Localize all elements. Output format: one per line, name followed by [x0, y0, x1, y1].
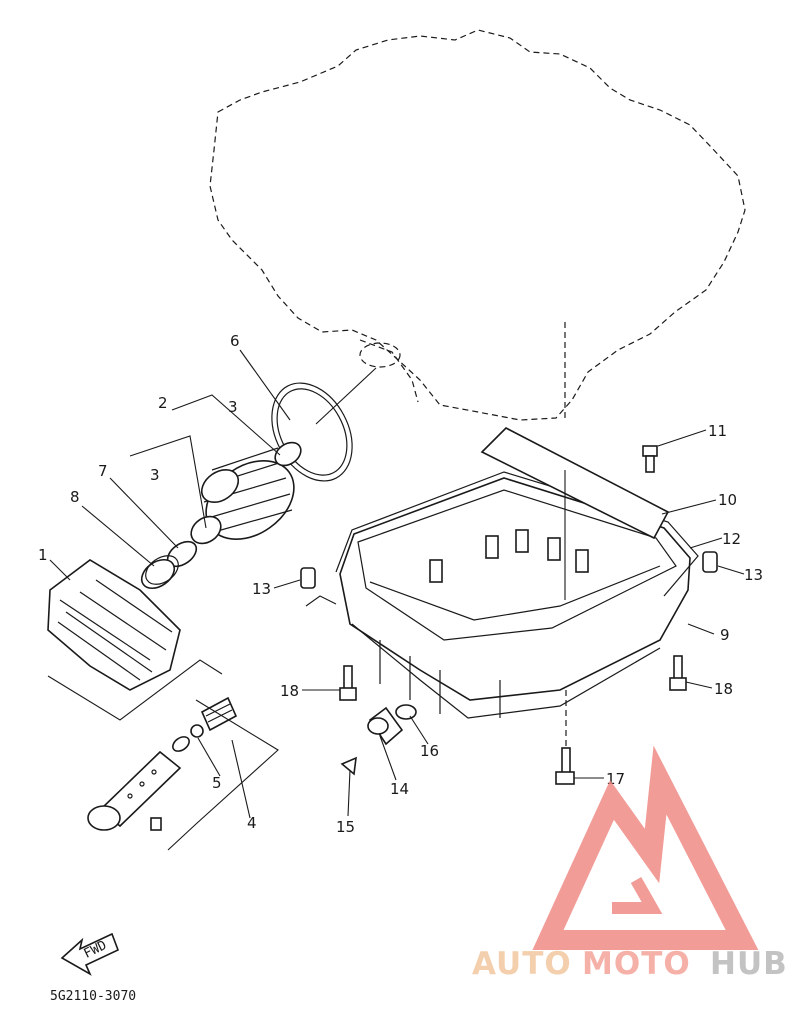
- crankcase-oil-port: [359, 339, 419, 403]
- watermark-text-moto: MOTO: [582, 946, 691, 982]
- drain-plug-14: [367, 706, 404, 746]
- parts-4-bracket: [167, 699, 279, 851]
- callout-18-left: 18: [280, 682, 299, 700]
- diagram-code: 5G2110-3070: [50, 989, 136, 1004]
- bolt-18-right: [669, 655, 687, 691]
- engine-outline: [209, 29, 746, 421]
- callout-18-right: 18: [714, 680, 733, 698]
- callout-12: 12: [722, 530, 741, 548]
- dowel-13-right: [702, 551, 718, 573]
- dowel-13-left: [300, 567, 316, 589]
- oil-pan: [339, 477, 691, 719]
- washer-5: [172, 736, 190, 752]
- watermark-logo-inner: [612, 877, 663, 914]
- callout-3-upper: 3: [228, 398, 238, 416]
- callout-11: 11: [708, 422, 727, 440]
- callout-2: 2: [158, 394, 168, 412]
- watermark-text-auto: AUTO: [472, 946, 572, 982]
- callout-13-right: 13: [744, 566, 763, 584]
- bolt-17: [555, 747, 575, 785]
- bolt-18-left: [339, 665, 357, 701]
- callout-3-lower: 3: [150, 466, 160, 484]
- crankcase-filter-mount: [359, 342, 401, 368]
- washer-3-upper: [274, 441, 302, 467]
- callout-5: 5: [212, 774, 222, 792]
- callout-9: 9: [720, 626, 730, 644]
- small-plug: [150, 817, 162, 831]
- callout-14: 14: [390, 780, 409, 798]
- washer-3-lower: [190, 515, 222, 545]
- callout-16: 16: [420, 742, 439, 760]
- callout-4: 4: [247, 814, 257, 832]
- callout-7: 7: [98, 462, 108, 480]
- callout-10: 10: [718, 491, 737, 509]
- fwd-arrow-icon: FWD: [60, 932, 120, 976]
- ball-5: [190, 724, 204, 738]
- screw-15: [340, 756, 357, 776]
- callout-8: 8: [70, 488, 80, 506]
- callout-13-left: 13: [252, 580, 271, 598]
- oil-strainer-bolt: [87, 750, 182, 831]
- callout-1: 1: [38, 546, 48, 564]
- leader-lines: [49, 349, 745, 819]
- gasket-16: [395, 704, 417, 720]
- callout-15: 15: [336, 818, 355, 836]
- spring-8: [140, 555, 179, 590]
- watermark-text-hub: HUB: [710, 946, 788, 982]
- bolt-11: [642, 445, 658, 473]
- automotohub-watermark: AUTO MOTO HUB: [472, 745, 788, 982]
- filter-cover-bracket: [47, 659, 223, 721]
- oil-filter-cover: [47, 559, 181, 691]
- watermark-logo-icon: [532, 745, 759, 950]
- callout-6: 6: [230, 332, 240, 350]
